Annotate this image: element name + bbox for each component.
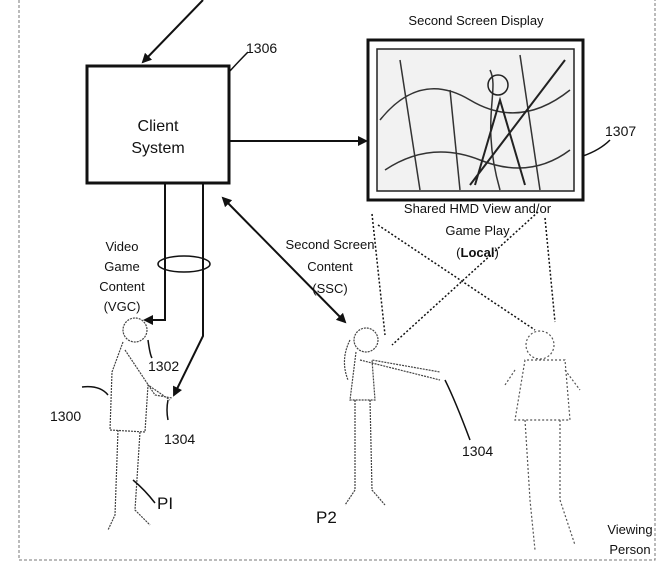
shared-line3: (Local) — [375, 242, 580, 264]
ref-1307: 1307 — [605, 123, 637, 139]
leader-1304-p1 — [166, 399, 169, 421]
local-label: Local — [460, 245, 495, 260]
ssc-label: Second Screen Content (SSC) — [280, 234, 380, 300]
leader-pi — [132, 479, 156, 504]
paren-close: ) — [494, 245, 499, 260]
client-label-line2: System — [131, 140, 185, 157]
second-screen-image — [376, 48, 575, 192]
viewing-line2: Person — [609, 542, 651, 557]
vgc-line1: Video — [105, 239, 139, 254]
client-system-box — [85, 64, 231, 185]
ref-1304-p2: 1304 — [462, 443, 494, 459]
leader-1300 — [81, 385, 109, 396]
leader-1304-p2 — [444, 379, 471, 441]
vgc-line3: Content — [99, 279, 145, 294]
client-label-line1: Client — [137, 118, 179, 135]
ssc-line1: Second Screen — [285, 237, 375, 252]
viewing-line1: Viewing — [607, 522, 653, 537]
frame-border — [18, 0, 656, 561]
leader-1302 — [147, 339, 153, 359]
player-p2-figure — [343, 327, 441, 506]
paren-open: ( — [456, 245, 461, 260]
ssc-line3: (SSC) — [312, 281, 348, 296]
vgc-line-controller — [173, 183, 204, 397]
vgc-line4: (VGC) — [103, 299, 141, 314]
vgc-line2: Game — [104, 259, 140, 274]
second-screen-title: Second Screen Display — [408, 13, 544, 28]
ref-1300: 1300 — [50, 408, 82, 424]
shared-view-label: Shared HMD View and/or Game Play (Local) — [375, 198, 580, 264]
label-p2: P2 — [316, 508, 337, 527]
ssc-double-arrow — [221, 196, 347, 324]
view-lines — [371, 211, 556, 346]
vgc-bundle-ellipse — [157, 255, 211, 273]
label-pi: PI — [157, 494, 174, 513]
leader-1307 — [582, 139, 611, 157]
incoming-arrow — [141, 0, 204, 64]
ref-1302: 1302 — [148, 358, 180, 374]
ssc-line2: Content — [307, 259, 353, 274]
shared-line1: Shared HMD View and/or — [403, 201, 552, 216]
player-p1-figure — [107, 317, 173, 531]
vgc-label: Video Game Content (VGC) — [92, 237, 152, 317]
viewing-person-figure — [504, 330, 581, 551]
shared-line2: Game Play — [445, 223, 510, 238]
client-system-label: Client System — [87, 116, 229, 160]
ref-1306: 1306 — [246, 40, 278, 56]
leader-1306 — [228, 51, 249, 73]
vgc-line-hmd — [143, 183, 166, 325]
viewing-person-label: Viewing Person — [605, 520, 655, 560]
ref-1304-p1: 1304 — [164, 431, 196, 447]
